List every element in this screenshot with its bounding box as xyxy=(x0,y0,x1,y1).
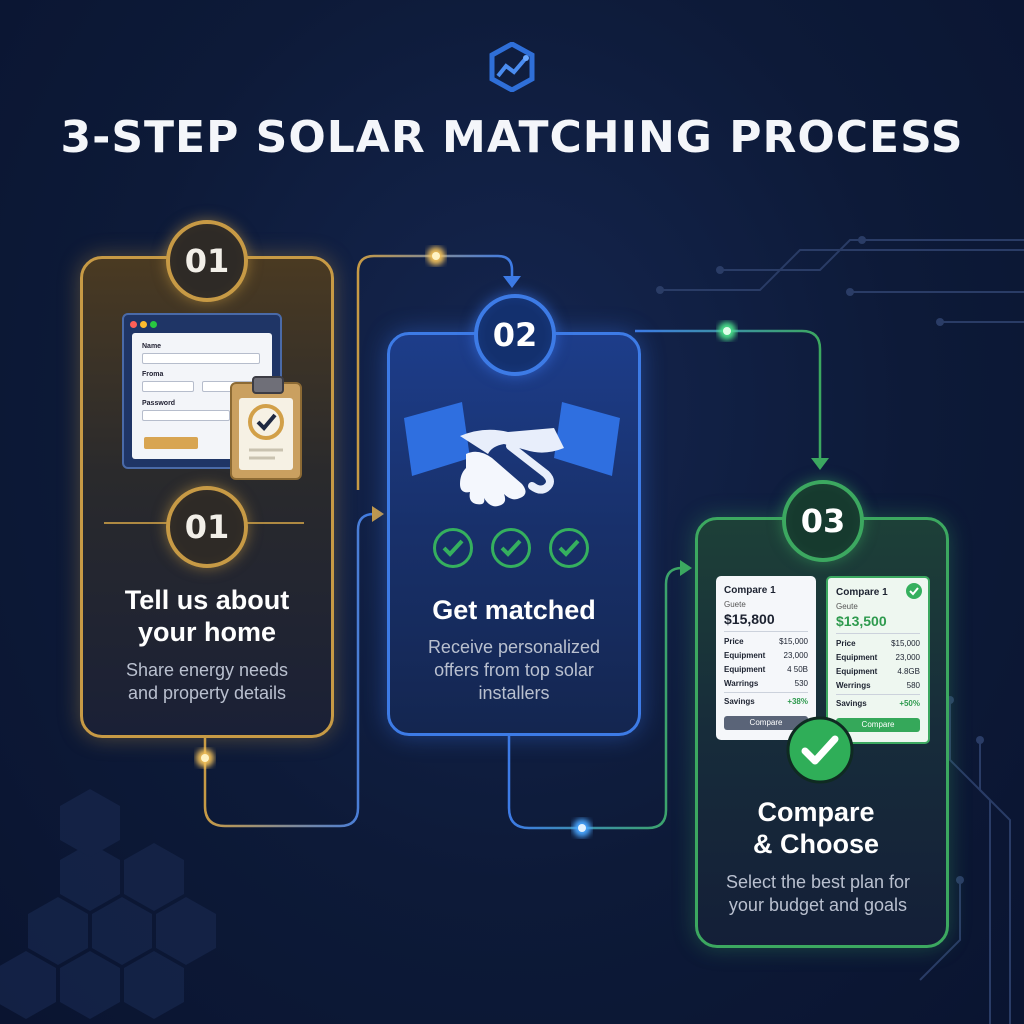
quote-title: Compare 1 xyxy=(724,585,776,596)
clipboard-check-icon xyxy=(230,376,302,480)
arrow-right-icon xyxy=(680,560,692,576)
connector-1-to-2-bottom xyxy=(203,512,375,828)
step-2-desc-line3: installers xyxy=(478,683,550,703)
quote-row-label: Equipment xyxy=(836,667,878,676)
arrow-down-icon xyxy=(811,458,829,470)
quote-row-value: $15,000 xyxy=(891,639,920,648)
connector-2-to-3-top xyxy=(635,329,822,462)
compare-button[interactable]: Compare xyxy=(724,716,808,730)
big-check-icon xyxy=(786,716,854,784)
step-2-desc-line2: offers from top solar xyxy=(434,660,594,680)
quote-savings-value: +38% xyxy=(787,697,808,706)
quote-row-value: 580 xyxy=(906,681,920,690)
quote-savings-value: +50% xyxy=(899,699,920,708)
quote-row-value: 4.8GB xyxy=(897,667,920,676)
form-label-password: Password xyxy=(142,400,176,407)
form-label-name: Name xyxy=(142,343,162,350)
step-3-desc-line1: Select the best plan for xyxy=(725,872,911,892)
hexagon-pattern xyxy=(0,789,216,1019)
quote-subtitle: Geute xyxy=(836,602,858,611)
step-3-heading-line1: Compare xyxy=(757,797,875,827)
form-submit-bar xyxy=(144,437,198,449)
quote-row-value: 23,000 xyxy=(895,653,920,662)
quote-row-value: $15,000 xyxy=(779,637,808,646)
circuit-lines xyxy=(660,239,1024,1024)
quote-price: $13,500 xyxy=(836,613,887,629)
check-icon xyxy=(491,528,531,568)
step-3-heading-line2: & Choose xyxy=(752,829,879,859)
step-1-heading-line2: your home xyxy=(137,617,277,647)
step-3-desc-line2: your budget and goals xyxy=(728,895,908,915)
arrow-down-icon xyxy=(503,276,521,288)
step-1-number-badge: 01 xyxy=(166,220,248,302)
step-1-desc-line1: Share energy needs xyxy=(125,660,289,680)
handshake-icon xyxy=(404,402,620,507)
quote-row-label: Warrings xyxy=(724,679,759,688)
selected-check-icon xyxy=(906,583,922,599)
quote-row-label: Equipment xyxy=(724,665,766,674)
quote-title: Compare 1 xyxy=(836,587,888,598)
page-title: 3-STEP SOLAR MATCHING PROCESS xyxy=(60,112,964,163)
arrow-right-icon xyxy=(372,506,384,522)
quote-row-label: Werrings xyxy=(836,681,871,690)
step-1-heading-line1: Tell us about xyxy=(124,585,290,615)
check-icon xyxy=(433,528,473,568)
step-2-heading: Get matched xyxy=(432,595,596,625)
quote-price: $15,800 xyxy=(724,611,775,627)
connector-2-to-3-bottom xyxy=(507,566,683,830)
quote-row-label: Price xyxy=(724,637,744,646)
step-1-secondary-badge: 01 xyxy=(166,486,248,568)
check-icon xyxy=(549,528,589,568)
step-2-desc-line1: Receive personalized xyxy=(427,637,601,657)
quote-row-value: 23,000 xyxy=(783,651,808,660)
step-2-number-badge: 02 xyxy=(474,294,556,376)
quote-row-label: Equipment xyxy=(724,651,766,660)
quote-card-2[interactable]: Compare 1 Geute $13,500 Price $15,000 Equ… xyxy=(826,576,930,744)
quote-subtitle: Guete xyxy=(724,600,746,609)
compare-button[interactable]: Compare xyxy=(836,718,920,732)
form-label-froma: Froma xyxy=(142,371,164,378)
step-3-number-badge: 03 xyxy=(782,480,864,562)
quote-row-value: 530 xyxy=(794,679,808,688)
quote-savings-label: Savings xyxy=(836,699,867,708)
quote-card-1[interactable]: Compare 1 Guete $15,800 Price $15,000 Equ… xyxy=(716,576,816,740)
quote-savings-label: Savings xyxy=(724,697,755,706)
quote-row-value: 4 50B xyxy=(787,665,808,674)
quote-row-label: Equipment xyxy=(836,653,878,662)
logo-icon xyxy=(489,42,535,92)
glow-dots xyxy=(196,247,736,837)
step-1-desc-line2: and property details xyxy=(127,683,287,703)
quote-row-label: Price xyxy=(836,639,856,648)
